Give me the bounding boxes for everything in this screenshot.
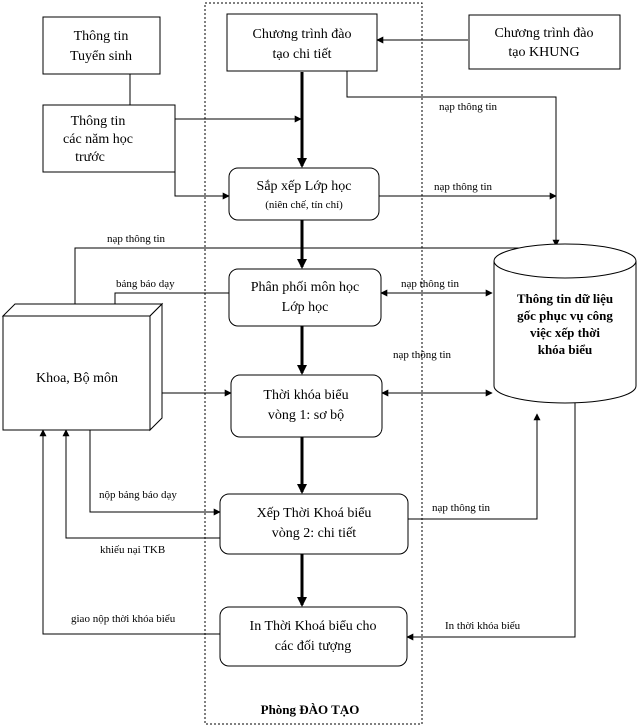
box-khoa-label: Khoa, Bộ môn (36, 371, 118, 386)
box-tuyen-sinh: Thông tin Tuyển sinh (42, 16, 161, 75)
box-sap-xep-subtitle: (niên chế, tín chỉ) (265, 199, 343, 211)
box-nam-hoc-line3: trước (75, 150, 105, 165)
label-khieu-nai: khiếu nại TKB (100, 544, 165, 556)
label-nap-tkb2: nạp thông tin (432, 502, 491, 514)
box-tkb-vong2-line2: vòng 2: chi tiết (272, 526, 356, 541)
box-ct-khung-line1: Chương trình đào (495, 26, 594, 41)
box-ct-khung-line2: tạo KHUNG (508, 45, 579, 60)
box-phan-phoi-line2: Lớp học (282, 300, 329, 315)
connectors (39, 36, 576, 641)
department-boundary (204, 2, 423, 725)
label-nap-phan-phoi: nạp thông tin (401, 278, 460, 290)
label-nap-khoa: nạp thông tin (107, 233, 166, 245)
database-line4: khóa biểu (538, 342, 593, 357)
box-ct-chi-tiet-line2: tạo chi tiết (272, 47, 331, 62)
box-tuyen-sinh-line1: Thông tin (74, 29, 129, 44)
box-ct-chi-tiet: Chương trình đào tạo chi tiết (226, 13, 378, 72)
box-nam-hoc-line2: các năm học (63, 132, 133, 147)
database-line1: Thông tin dữ liệu (517, 291, 613, 306)
box-in-tkb: In Thời Khoá biểu cho các đối tượng (219, 606, 408, 667)
box-in-tkb-line2: các đối tượng (275, 639, 351, 654)
label-nap-tkb1: nạp thông tin (393, 349, 452, 361)
label-nop-bang-bao-day: nộp bảng báo dạy (99, 489, 177, 501)
box-tkb-vong1-line2: vòng 1: sơ bộ (268, 408, 344, 423)
box-tuyen-sinh-line2: Tuyển sinh (70, 49, 132, 64)
box-ct-khung: Chương trình đào tạo KHUNG (468, 14, 621, 70)
department-label: Phòng ĐÀO TẠO (261, 702, 360, 717)
box-in-tkb-line1: In Thời Khoá biểu cho (250, 619, 377, 634)
box-ct-chi-tiet-line1: Chương trình đào (253, 27, 352, 42)
box-sap-xep: Sắp xếp Lớp học (niên chế, tín chỉ) (228, 167, 380, 221)
label-in-tkb: In thời khóa biểu (445, 620, 521, 632)
box-nam-hoc-line1: Thông tin (71, 114, 126, 129)
box-phan-phoi: Phân phối môn học Lớp học (228, 268, 382, 327)
box-nam-hoc-truoc: Thông tin các năm học trước (42, 104, 176, 173)
label-nap-ct: nạp thông tin (439, 101, 498, 113)
box-tkb-vong2: Xếp Thời Khoá biểu vòng 2: chi tiết (219, 493, 409, 555)
box-phan-phoi-line1: Phân phối môn học (251, 280, 360, 295)
label-giao-nop: giao nộp thời khóa biểu (71, 613, 176, 625)
label-bang-bao-day: bảng báo dạy (116, 278, 175, 290)
box-tkb-vong1-line1: Thời khóa biểu (263, 388, 348, 403)
box-khoa-bo-mon: Khoa, Bộ môn (1, 302, 164, 432)
box-sap-xep-title: Sắp xếp Lớp học (257, 179, 352, 194)
database-line3: việc xếp thời (530, 325, 600, 340)
label-nap-sap-xep: nạp thông tin (434, 181, 493, 193)
box-tkb-vong1: Thời khóa biểu vòng 1: sơ bộ (230, 374, 383, 438)
box-tkb-vong2-line1: Xếp Thời Khoá biểu (257, 506, 372, 521)
database-line2: gốc phục vụ công (517, 308, 613, 323)
connector-labels: nạp thông tin nạp thông tin nạp thông ti… (71, 101, 521, 632)
database-cylinder: Thông tin dữ liệu gốc phục vụ công việc … (493, 243, 637, 404)
